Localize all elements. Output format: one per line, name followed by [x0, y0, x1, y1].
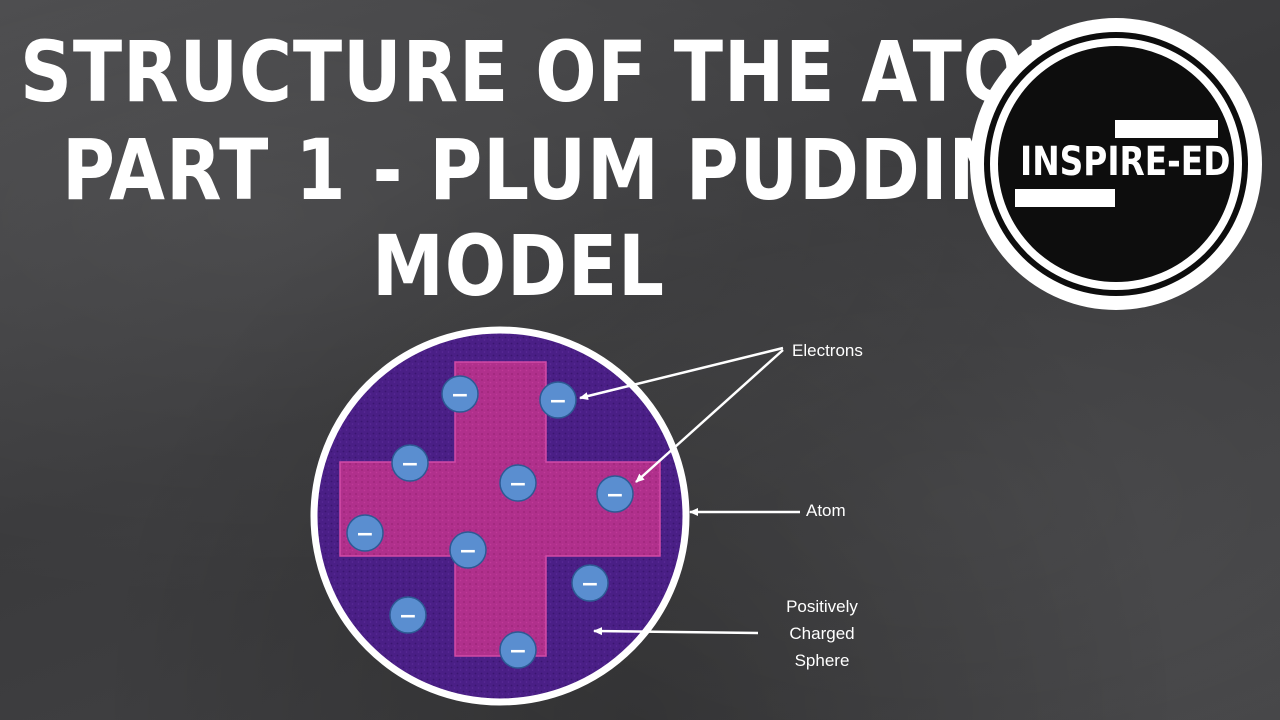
arrow-electrons-1	[579, 346, 784, 400]
electron-charge-symbol: −	[606, 483, 624, 508]
electron-charge-symbol: −	[581, 572, 599, 597]
logo-text: INSPIRE-ED	[1020, 139, 1231, 185]
electron-charge-symbol: −	[451, 383, 469, 408]
sphere-label-line-3: Sphere	[794, 651, 850, 670]
inspire-ed-logo: INSPIRE-ED	[970, 18, 1262, 310]
arrow-sphere	[593, 627, 759, 636]
electron	[539, 381, 577, 419]
sphere-label-line-1: Positively	[786, 597, 858, 616]
electron	[596, 475, 634, 513]
electron	[499, 464, 537, 502]
logo-core	[998, 46, 1234, 282]
electron-charge-symbol: −	[509, 472, 527, 497]
electron-charge-symbol: −	[356, 522, 374, 547]
electron	[391, 444, 429, 482]
electron	[571, 564, 609, 602]
logo-bar-bottom	[1015, 189, 1115, 207]
electron	[441, 375, 479, 413]
electron	[346, 514, 384, 552]
positively-charged-sphere-label: Positively Charged Sphere	[764, 593, 880, 674]
electron	[499, 631, 537, 669]
title-line-3: MODEL	[372, 217, 665, 315]
electron-charge-symbol: −	[401, 452, 419, 477]
arrow-electrons-2	[635, 349, 784, 483]
atom-label: Atom	[806, 501, 846, 520]
electron-charge-symbol: −	[509, 639, 527, 664]
sphere-label-line-2: Charged	[789, 624, 855, 643]
electron-charge-symbol: −	[549, 389, 567, 414]
logo-bar-top	[1115, 120, 1218, 138]
electron-charge-symbol: −	[459, 539, 477, 564]
electrons-label: Electrons	[792, 341, 863, 360]
title-line-2: PART 1 - PLUM PUDDING	[62, 121, 1070, 219]
positive-charge-cross	[339, 361, 661, 657]
electron-charge-symbol: −	[399, 604, 417, 629]
title-line-1: STRUCTURE OF THE ATOM	[20, 23, 1098, 121]
electrons: − − − − − − − − − −	[346, 375, 634, 669]
electron	[449, 531, 487, 569]
electron	[389, 596, 427, 634]
